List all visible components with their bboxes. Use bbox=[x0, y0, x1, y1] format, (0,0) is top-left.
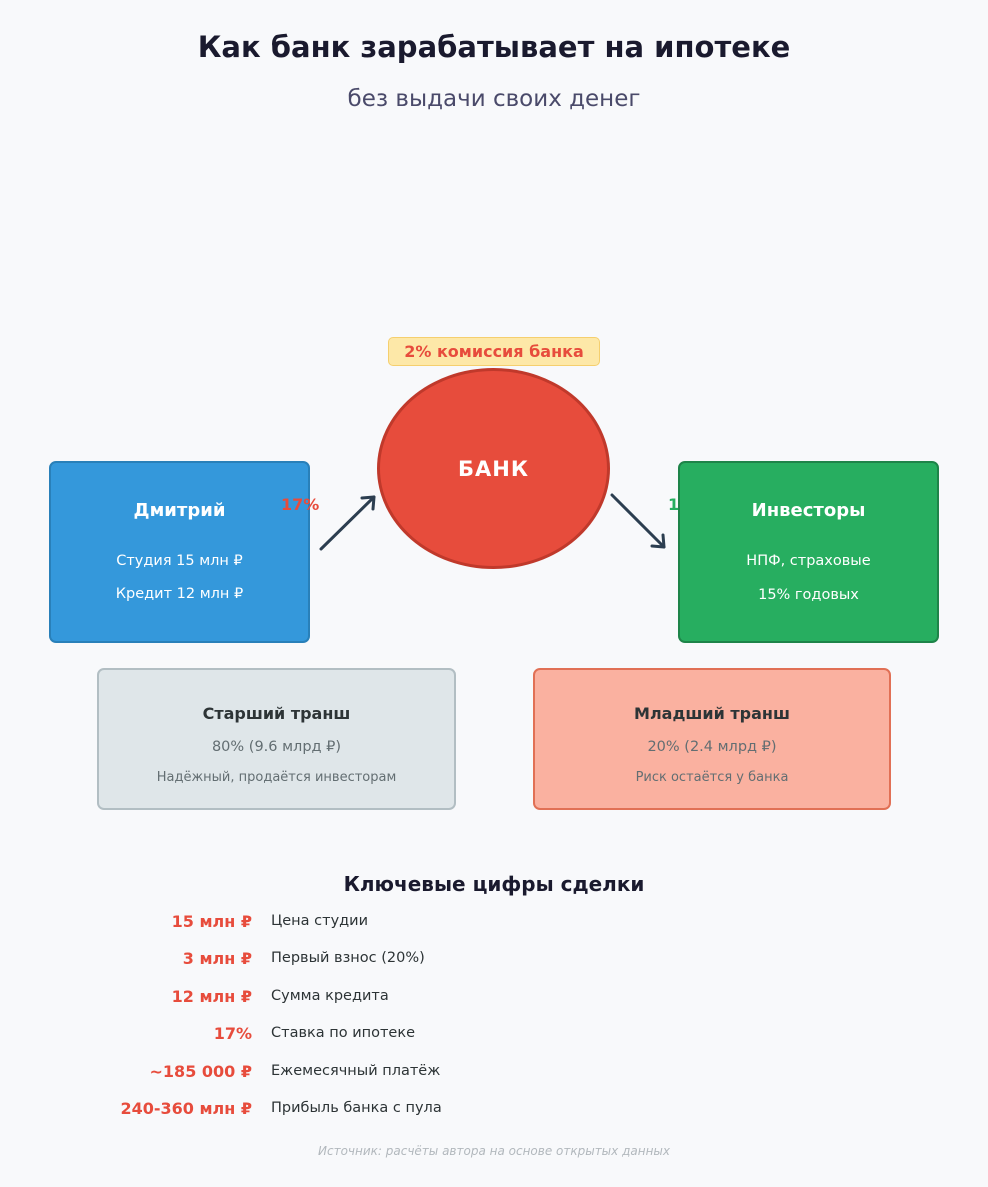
investors-type: НПФ, страховые bbox=[746, 553, 871, 569]
key-figure-label: Ставка по ипотеке bbox=[271, 1025, 416, 1041]
borrower-loan: Кредит 12 млн ₽ bbox=[115, 586, 244, 602]
key-figure-value: 15 млн ₽ bbox=[171, 912, 252, 931]
investors-name: Инвесторы bbox=[751, 500, 866, 521]
source-note: Источник: расчёты автора на основе откры… bbox=[318, 1144, 670, 1158]
borrower-property: Студия 15 млн ₽ bbox=[116, 553, 243, 569]
page-subtitle: без выдачи своих денег bbox=[347, 86, 641, 112]
junior-tranche-title: Младший транш bbox=[634, 704, 790, 723]
key-figure-label: Цена студии bbox=[271, 913, 369, 929]
investors-yield: 15% годовых bbox=[758, 587, 859, 603]
investors-box: Инвесторы НПФ, страховые 15% годовых bbox=[678, 461, 939, 643]
borrower-box: Дмитрий Студия 15 млн ₽ Кредит 12 млн ₽ bbox=[49, 461, 310, 643]
senior-tranche-note: Надёжный, продаётся инвесторам bbox=[156, 770, 397, 785]
key-figure-label: Сумма кредита bbox=[271, 988, 389, 1004]
key-figure-row: 15 млн ₽ Цена студии bbox=[0, 912, 988, 936]
bank-commission-badge: 2% комиссия банка bbox=[388, 337, 600, 366]
key-figure-value: 17% bbox=[213, 1024, 252, 1043]
investor-rate-label: 1 bbox=[668, 495, 680, 514]
key-figure-row: 12 млн ₽ Сумма кредита bbox=[0, 987, 988, 1011]
key-figure-value: ~185 000 ₽ bbox=[149, 1062, 252, 1081]
key-figure-row: 3 млн ₽ Первый взнос (20%) bbox=[0, 949, 988, 973]
bank-circle: БАНК bbox=[377, 368, 610, 569]
key-figures-title: Ключевые цифры сделки bbox=[343, 872, 645, 896]
page-title: Как банк зарабатывает на ипотеке bbox=[197, 30, 791, 64]
key-figure-row: 240-360 млн ₽ Прибыль банка с пула bbox=[0, 1099, 988, 1123]
key-figure-label: Ежемесячный платёж bbox=[271, 1063, 441, 1079]
key-figure-label: Первый взнос (20%) bbox=[271, 950, 425, 966]
junior-tranche-note: Риск остаётся у банка bbox=[635, 770, 789, 785]
key-figure-row: 17% Ставка по ипотеке bbox=[0, 1024, 988, 1048]
arrow-borrower-to-bank bbox=[319, 495, 376, 551]
key-figure-label: Прибыль банка с пула bbox=[271, 1100, 442, 1116]
arrow-bank-to-investors bbox=[610, 493, 666, 549]
junior-tranche-amount: 20% (2.4 млрд ₽) bbox=[647, 739, 777, 755]
key-figure-value: 3 млн ₽ bbox=[182, 949, 252, 968]
mortgage-rate-label: 17% bbox=[281, 495, 320, 514]
senior-tranche-title: Старший транш bbox=[202, 704, 351, 723]
junior-tranche-box: Младший транш 20% (2.4 млрд ₽) Риск оста… bbox=[533, 668, 891, 810]
senior-tranche-box: Старший транш 80% (9.6 млрд ₽) Надёжный,… bbox=[97, 668, 456, 810]
key-figure-value: 240-360 млн ₽ bbox=[120, 1099, 252, 1118]
borrower-name: Дмитрий bbox=[133, 500, 226, 521]
key-figure-value: 12 млн ₽ bbox=[171, 987, 252, 1006]
key-figure-row: ~185 000 ₽ Ежемесячный платёж bbox=[0, 1062, 988, 1086]
senior-tranche-amount: 80% (9.6 млрд ₽) bbox=[211, 739, 342, 755]
